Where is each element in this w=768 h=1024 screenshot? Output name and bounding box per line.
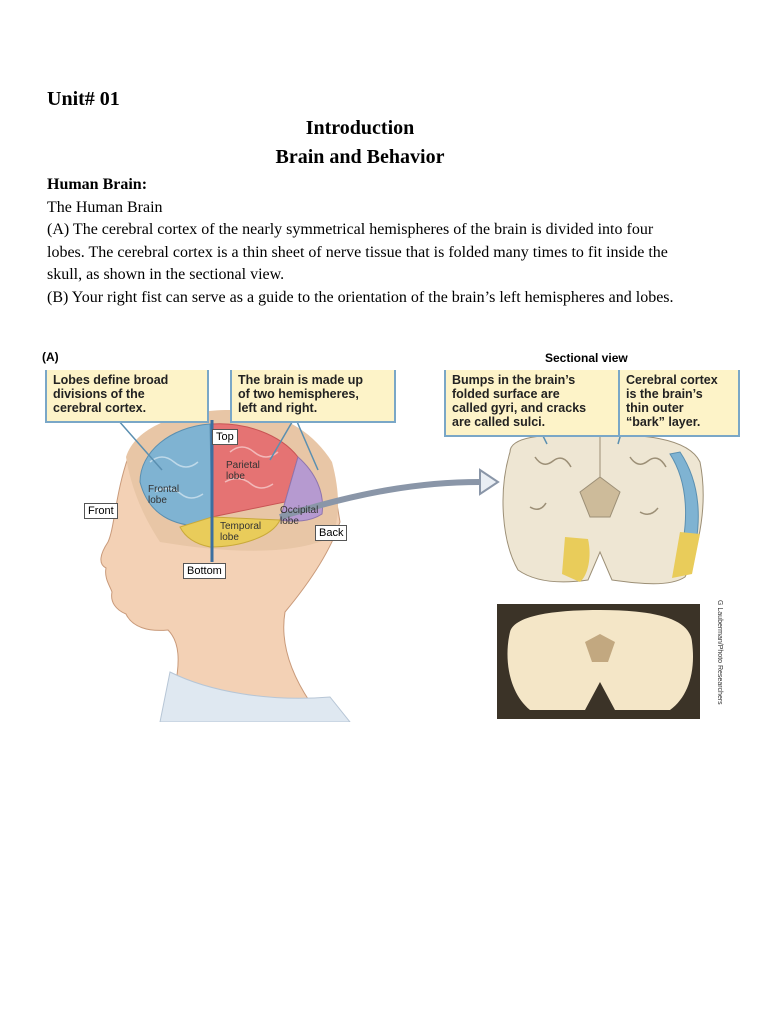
orientation-bottom: Bottom — [183, 563, 226, 579]
sectional-view-label: Sectional view — [545, 351, 628, 365]
orientation-back: Back — [315, 525, 348, 541]
panel-label: (A) — [42, 350, 59, 364]
callout-gyri: Bumps in the brain’s folded surface are … — [444, 370, 620, 437]
orientation-front: Front — [84, 503, 118, 519]
brain-section-photo — [497, 604, 700, 719]
callout-cortex: Cerebral cortex is the brain’s thin oute… — [618, 370, 740, 437]
sectional-view-drawing — [502, 429, 704, 585]
temporal-lobe-label: Temporal lobe — [220, 521, 262, 543]
unit-label: Unit# 01 — [47, 88, 120, 110]
frontal-lobe-label: Frontal lobe — [148, 484, 180, 506]
paragraph-a: (A) The cerebral cortex of the nearly sy… — [47, 221, 668, 283]
callout-hemispheres: The brain is made up of two hemispheres,… — [230, 370, 396, 423]
body-text: Human Brain: The Human Brain (A) The cer… — [47, 174, 687, 309]
occipital-lobe-label: Occipital lobe — [280, 505, 319, 527]
photo-credit: G Lauberman/Photo Researchers — [716, 600, 723, 705]
parietal-lobe-label: Parietal lobe — [226, 460, 260, 482]
paragraph-b: (B) Your right fist can serve as a guide… — [47, 288, 674, 306]
callout-lobes: Lobes define broad divisions of the cere… — [45, 370, 209, 423]
section-heading: Human Brain: — [47, 176, 148, 193]
page-title: Introduction — [305, 117, 415, 139]
orientation-top: Top — [212, 429, 238, 445]
page-subtitle: Brain and Behavior — [275, 146, 445, 168]
brain-figure: (A) Sectional view Lobes define broad di… — [40, 342, 740, 722]
brain-illustration — [100, 410, 704, 722]
section-intro: The Human Brain — [47, 198, 163, 216]
